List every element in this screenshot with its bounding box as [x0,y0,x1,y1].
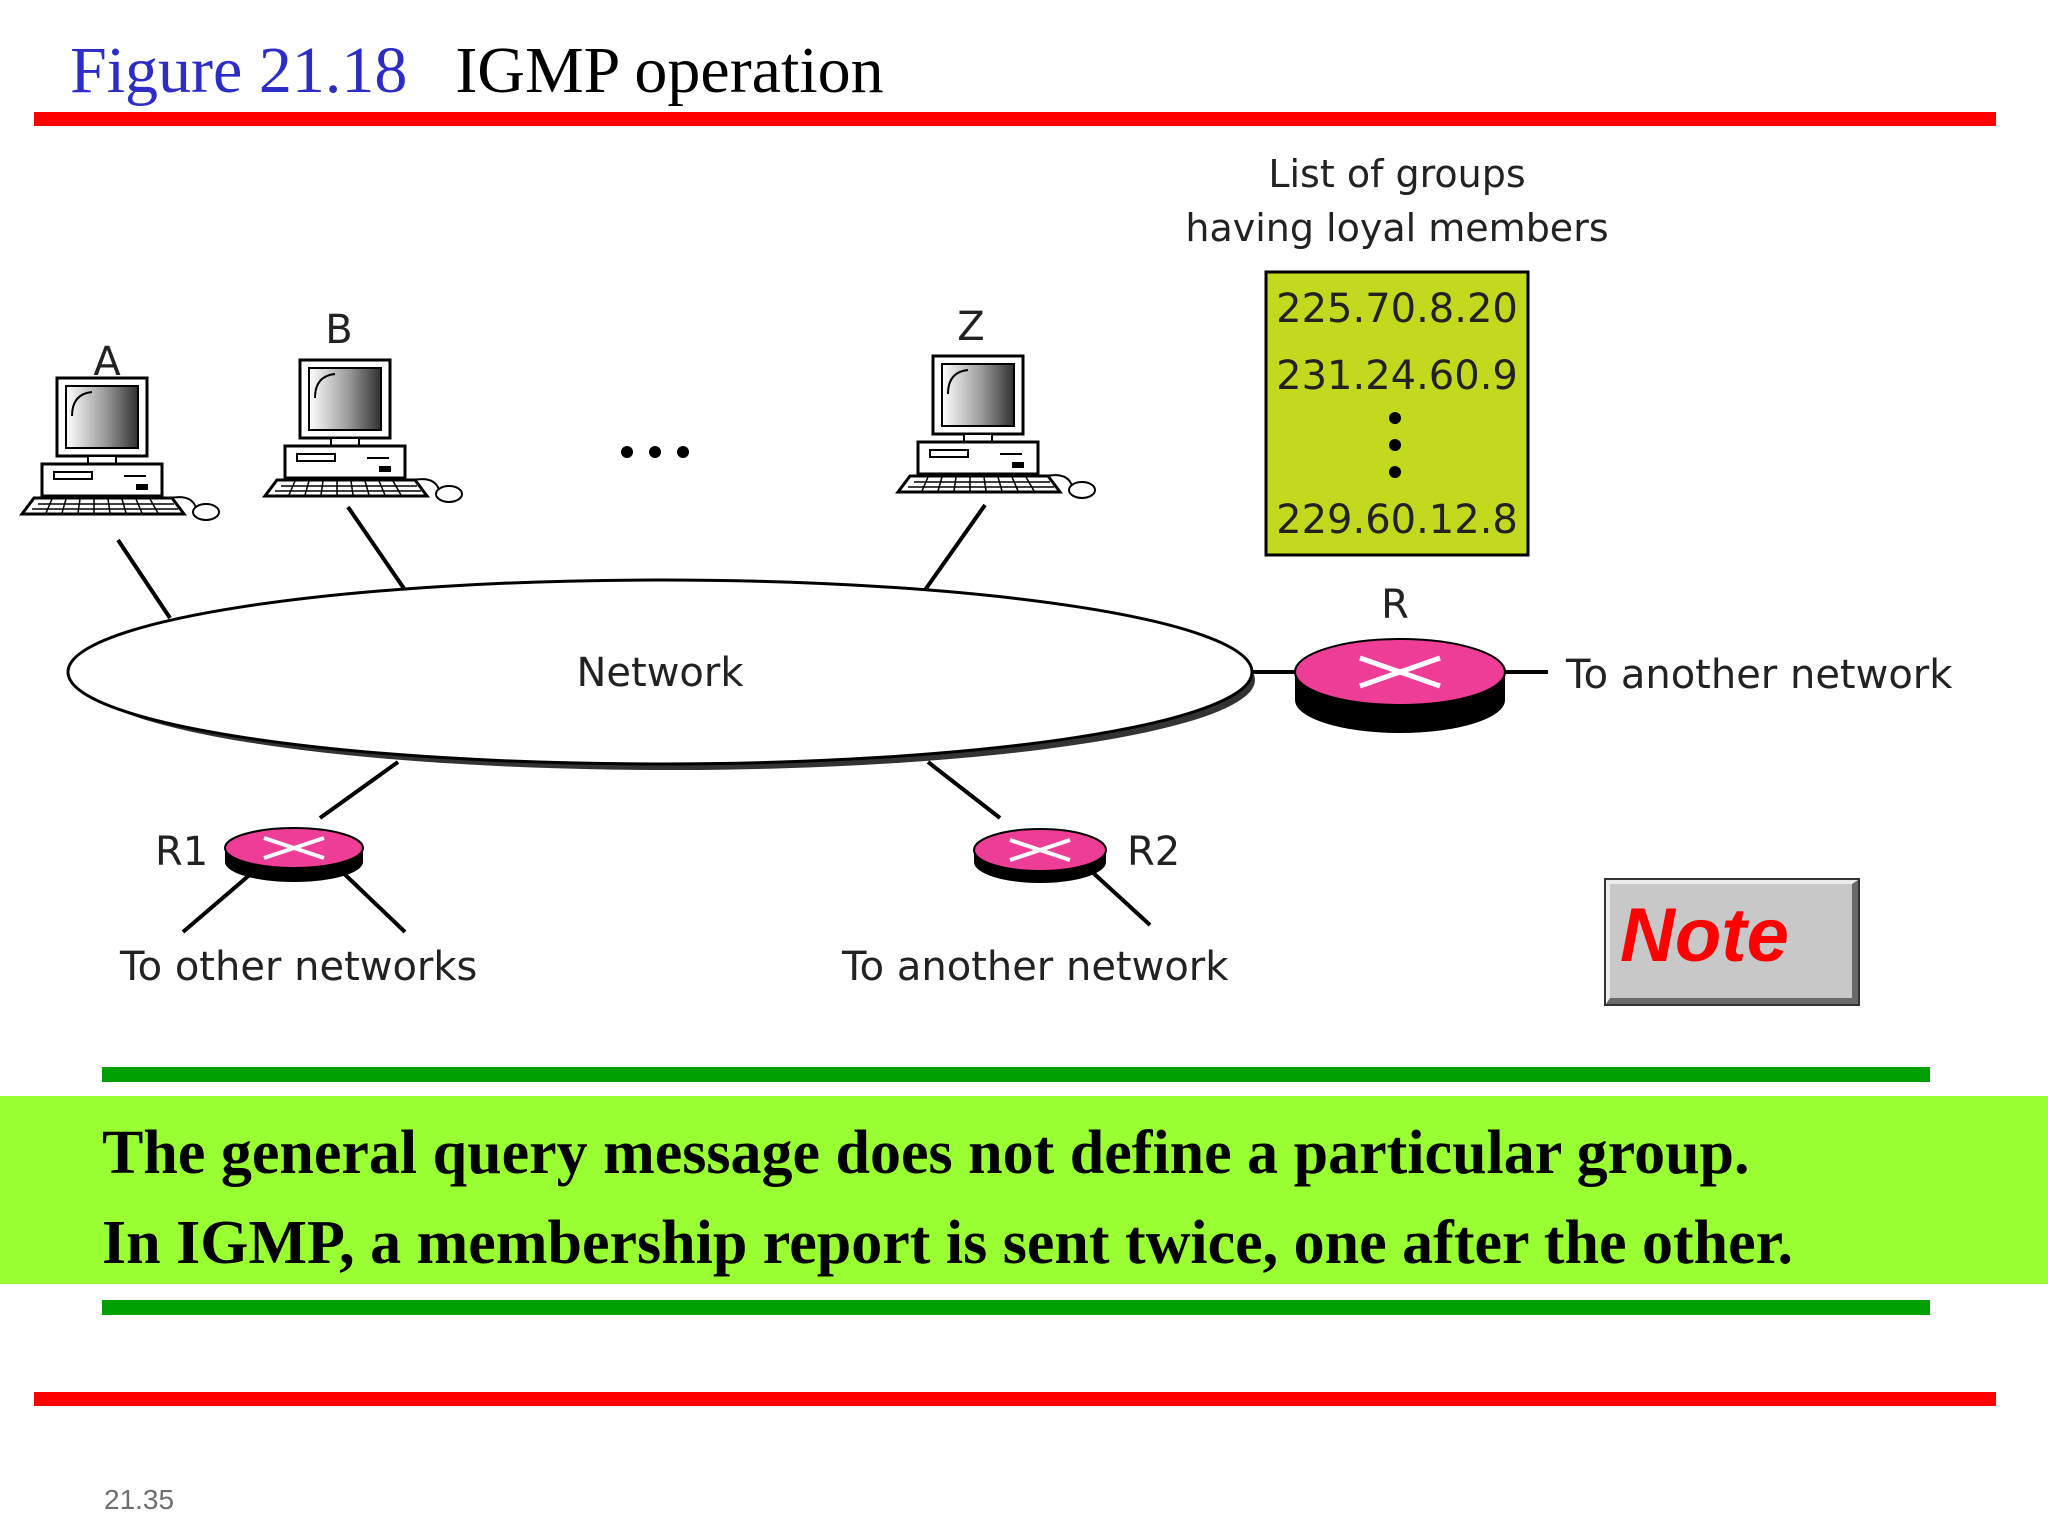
router-r1-destination: To other networks [119,944,477,990]
network-label: Network [576,650,744,696]
group-entry: 231.24.60.9 [1276,353,1518,399]
note-band [0,1096,2048,1284]
router-r2 [973,828,1107,883]
groups-caption-line1: List of groups [1268,152,1525,196]
more-hosts-ellipsis [621,446,689,458]
host-z-label: Z [957,304,984,350]
groups-caption-line2: having loyal members [1185,206,1608,250]
router-r-destination: To another network [1565,652,1953,698]
host-b-computer [263,358,464,504]
note-bottom-green-rule [102,1300,1930,1315]
igmp-diagram: Network A B Z List of groups having loya… [20,152,1953,990]
router-r2-destination: To another network [841,944,1229,990]
bottom-red-rule [34,1392,1996,1406]
note-line-2: In IGMP, a membership report is sent twi… [102,1209,1794,1277]
note-button-label: Note [1620,893,1789,978]
note-line-1: The general query message does not defin… [102,1119,1750,1187]
note-top-green-rule [102,1067,1930,1082]
figure-label: Figure 21.18 [70,34,408,107]
host-z-computer [896,354,1097,500]
figure-title: IGMP operation [455,34,884,107]
network-ellipse [66,578,1254,766]
page-number: 21.35 [104,1484,175,1515]
host-a-computer [20,376,221,522]
link-lines [116,503,1548,934]
group-list-vertical-ellipsis [1389,412,1401,478]
group-entry: 225.70.8.20 [1276,286,1518,332]
router-r [1294,638,1506,733]
host-a-label: A [93,339,121,385]
note-button[interactable]: Note [1606,880,1858,1004]
host-b-label: B [325,307,352,353]
router-r1 [224,827,364,882]
top-red-rule [34,112,1996,126]
router-r2-label: R2 [1127,829,1180,875]
router-r-label: R [1381,582,1409,628]
router-r1-label: R1 [155,829,208,875]
group-entry: 229.60.12.8 [1276,497,1518,543]
